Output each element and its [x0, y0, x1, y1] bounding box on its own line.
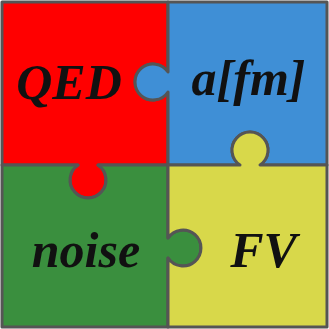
piece-label: FV: [230, 225, 297, 275]
piece-label: noise: [32, 225, 140, 275]
piece-label: QED: [16, 57, 122, 107]
puzzle-label-box: a[fm]: [172, 38, 325, 118]
puzzle-piece: [168, 132, 327, 327]
puzzle-piece: [135, 2, 327, 165]
puzzle-label-box: noise: [4, 205, 168, 295]
puzzle-label-box: FV: [202, 205, 325, 295]
piece-label: a[fm]: [192, 53, 306, 103]
puzzle-label-box: QED: [4, 42, 134, 122]
